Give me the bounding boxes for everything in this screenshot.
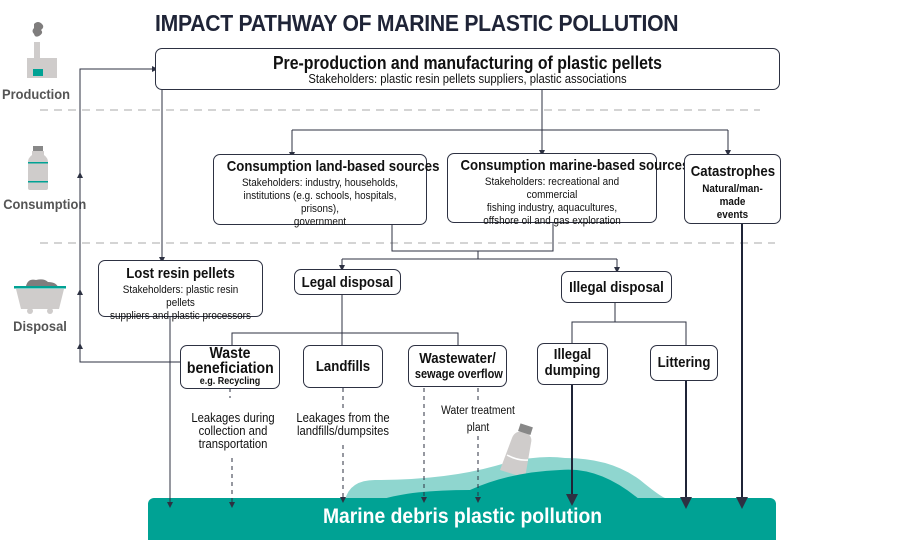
box-catastrophes: Catastrophes Natural/man-made events [684, 154, 781, 224]
box-landfills: Landfills [303, 345, 383, 388]
box-marine-heading: Consumption marine-based sources [460, 157, 690, 174]
waste-cart-icon [14, 279, 66, 314]
box-preproduction-heading: Pre-production and manufacturing of plas… [272, 53, 662, 73]
box-littering: Littering [650, 345, 718, 381]
note-water-treatment-line1: Water treatment [441, 405, 515, 417]
factory-icon [27, 22, 57, 78]
box-lost-pellets-sub2: suppliers and plastic processors [110, 310, 251, 322]
box-preproduction-stakeholders: Stakeholders: plastic resin pellets supp… [308, 72, 627, 86]
box-land-sub1: Stakeholders: industry, households, [241, 177, 399, 189]
box-illegal-disposal: Illegal disposal [561, 271, 672, 303]
note-leak-landfills-line1: Leakages from the [296, 411, 390, 425]
note-leak-collection-line2: collection and [198, 424, 268, 438]
box-illegal-dumping: Illegal dumping [537, 343, 608, 385]
box-legal-heading: Legal disposal [301, 274, 394, 291]
box-wastewater: Wastewater/ sewage overflow [408, 345, 507, 387]
box-marine-sub3: offshore oil and gas exploration [483, 215, 621, 227]
recycle-loop-line [79, 66, 180, 363]
note-leak-collection-line3: transportation [198, 437, 268, 451]
box-wastewater-heading1: Wastewater/ [419, 350, 496, 367]
box-catastrophes-heading: Catastrophes [690, 163, 776, 180]
box-waste-sub: e.g. Recycling [199, 376, 261, 387]
box-land-sub2: institutions (e.g. schools, hospitals, p… [243, 190, 397, 215]
floating-bottle-icon [500, 423, 533, 478]
marine-debris-label: Marine debris plastic pollution [322, 505, 603, 528]
box-lost-pellets-sub1: Stakeholders: plastic resin pellets [122, 284, 239, 309]
note-water-treatment: Water treatment plant [435, 405, 521, 435]
box-landfills-heading: Landfills [315, 358, 371, 375]
diagram-title: IMPACT PATHWAY OF MARINE PLASTIC POLLUTI… [155, 10, 679, 36]
box-catastrophes-sub1: Natural/man-made [702, 183, 763, 208]
box-littering-heading: Littering [657, 354, 711, 371]
box-marine-sub2: fishing industry, aquacultures, [486, 202, 618, 214]
stage-label-production: Production [2, 86, 70, 102]
box-preproduction: Pre-production and manufacturing of plas… [155, 48, 780, 90]
box-marine-sub1: Stakeholders: recreational and commercia… [484, 176, 620, 201]
box-marine-based: Consumption marine-based sources Stakeho… [447, 153, 690, 227]
note-leak-landfills-line2: landfills/dumpsites [297, 424, 389, 438]
note-water-treatment-line2: plant [466, 422, 490, 434]
box-waste-beneficiation: Waste beneficiation e.g. Recycling [180, 345, 280, 389]
box-lost-pellets-heading: Lost resin pellets [126, 265, 235, 282]
box-land-sub3: government [293, 216, 347, 228]
box-wastewater-heading2: sewage overflow [414, 367, 503, 381]
box-legal-disposal: Legal disposal [294, 269, 401, 295]
note-leak-landfills: Leakages from the landfills/dumpsites [289, 412, 397, 438]
bottle-icon [28, 146, 48, 190]
stage-label-consumption: Consumption [3, 196, 87, 212]
box-illegal-dumping-heading1: Illegal [553, 346, 592, 363]
box-waste-heading2: beneficiation [186, 360, 274, 377]
box-land-based: Consumption land-based sources Stakehold… [213, 154, 440, 228]
box-waste-heading1: Waste [209, 345, 251, 362]
box-land-heading: Consumption land-based sources [226, 158, 440, 175]
note-leak-collection: Leakages during collection and transport… [184, 412, 283, 451]
note-leak-collection-line1: Leakages during [191, 411, 275, 425]
box-illegal-heading: Illegal disposal [569, 279, 664, 296]
box-catastrophes-sub2: events [716, 209, 749, 221]
box-lost-pellets: Lost resin pellets Stakeholders: plastic… [98, 260, 263, 322]
stage-label-disposal: Disposal [13, 318, 67, 334]
box-illegal-dumping-heading2: dumping [544, 362, 601, 379]
